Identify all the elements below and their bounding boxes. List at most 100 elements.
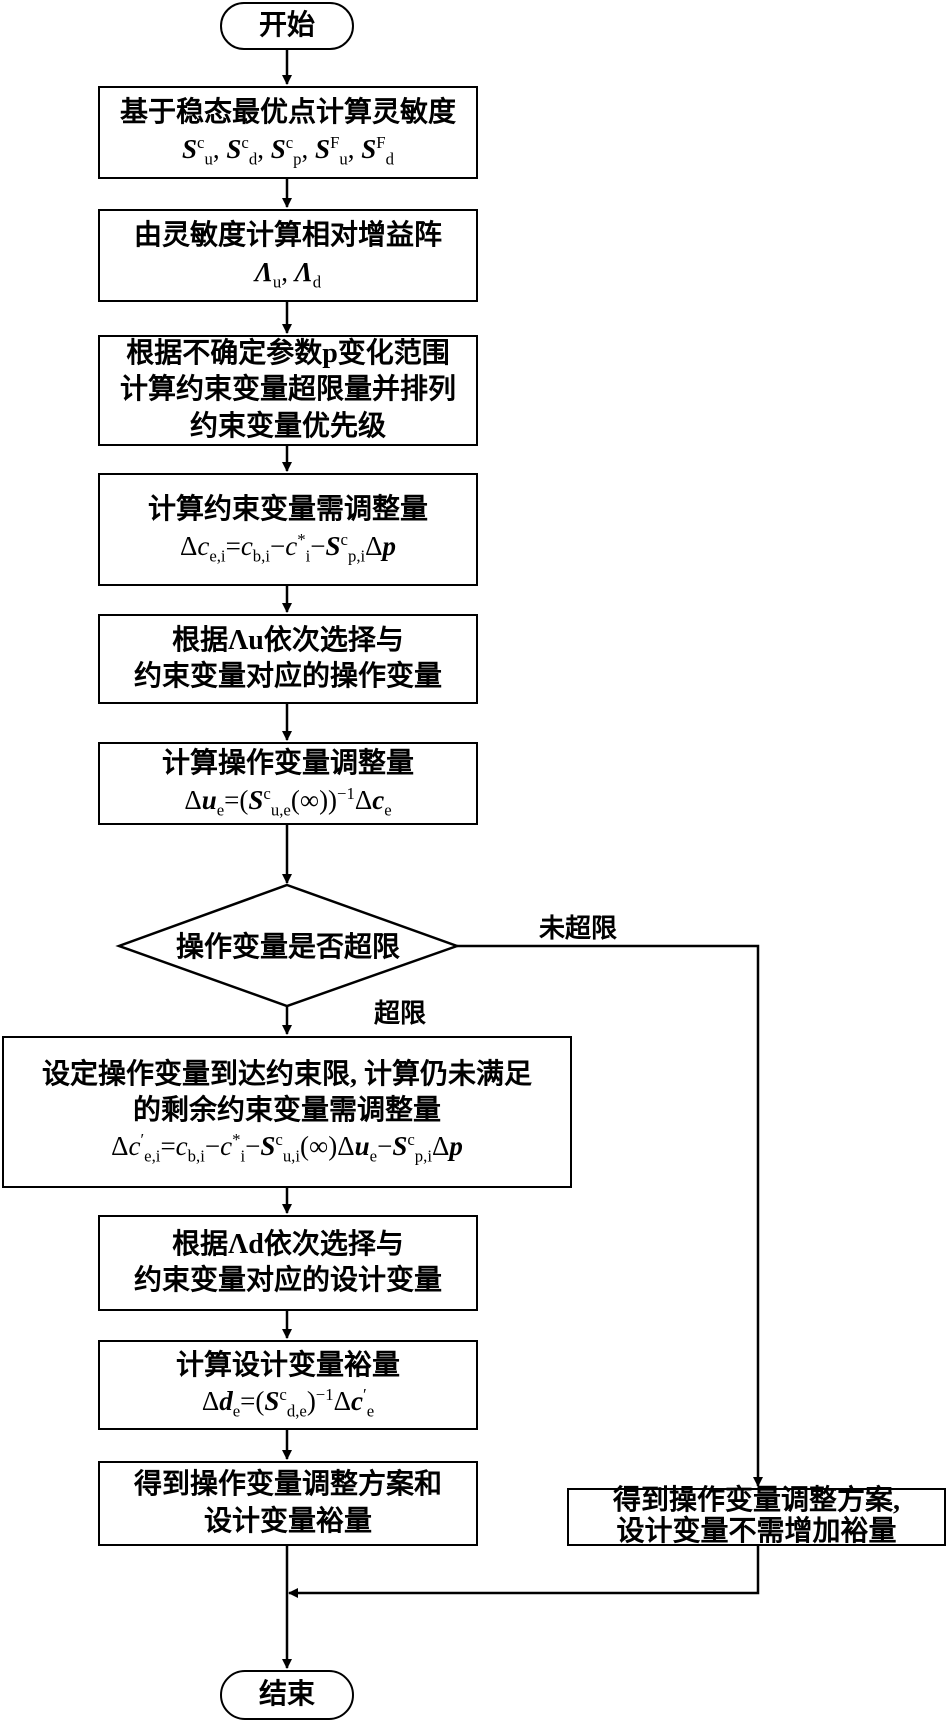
formula-token: S xyxy=(325,530,341,561)
step-text-line: 根据不确定参数p变化范围 xyxy=(126,337,450,369)
formula-token: Δ xyxy=(201,1386,220,1417)
formula-token: S xyxy=(270,133,286,164)
formula-token: p xyxy=(382,530,397,561)
formula-token: p,i xyxy=(347,546,366,566)
formula-token: e xyxy=(369,1146,378,1166)
formula-token: b,i xyxy=(252,546,270,566)
formula: Scu, Scd, Scp, SFu, SFd xyxy=(182,132,394,170)
merge-arrow xyxy=(288,1546,760,1598)
step-text-line: 计算设计变量裕量 xyxy=(175,1349,400,1381)
formula-token: S xyxy=(392,1131,408,1162)
formula-token: c xyxy=(340,529,348,549)
step-text-line: 约束变量优先级 xyxy=(189,410,386,442)
formula-token: − xyxy=(377,1131,393,1162)
formula-token: i xyxy=(240,1146,246,1166)
formula-token: c xyxy=(275,1130,283,1150)
formula-token: e,i xyxy=(144,1146,161,1166)
formula: Λu, Λd xyxy=(255,255,321,293)
formula-token: c xyxy=(175,1131,188,1162)
formula-token: S xyxy=(264,1386,280,1417)
formula-token: −1 xyxy=(315,1385,334,1405)
formula-token: * xyxy=(232,1130,241,1150)
formula-token: i xyxy=(305,546,311,566)
formula-token: c xyxy=(351,1386,364,1417)
formula-token: , xyxy=(347,133,362,164)
formula-token: −1 xyxy=(337,783,355,803)
formula-token: c xyxy=(407,1130,415,1150)
step-text-line: 设定操作变量到达约束限, 计算仍未满足 xyxy=(41,1058,532,1090)
formula-token: e xyxy=(384,800,392,820)
formula-token: c xyxy=(279,1385,287,1405)
formula-token: F xyxy=(330,132,340,152)
formula-token: e xyxy=(232,1401,241,1421)
formula-token: , xyxy=(257,133,271,164)
formula-token: = xyxy=(225,530,241,561)
formula-token: c xyxy=(285,530,298,561)
formula-token: d xyxy=(219,1386,233,1417)
formula-token: S xyxy=(315,133,331,164)
formula-token: Λ xyxy=(254,256,273,287)
alt-line: 得到操作变量调整方案, xyxy=(612,1485,900,1517)
formula-token: Δ xyxy=(365,530,383,561)
formula: Δde=(Scd,e)−1Δc′e xyxy=(202,1384,374,1422)
formula-token: S xyxy=(260,1131,276,1162)
formula-token: d xyxy=(385,149,394,169)
formula-token: u xyxy=(272,272,282,292)
end-terminal: 结束 xyxy=(220,1670,354,1720)
formula-token: ′ xyxy=(363,1385,367,1405)
no-label: 未超限 xyxy=(539,914,618,943)
formula-token: u,i xyxy=(282,1146,301,1166)
step-text-line: 约束变量对应的操作变量 xyxy=(133,661,442,692)
formula-token: Δ xyxy=(111,1131,129,1162)
formula-token: u xyxy=(354,1131,370,1162)
step-select-operating: 根据Λu依次选择与约束变量对应的操作变量 xyxy=(98,614,478,704)
formula-token: S xyxy=(248,784,264,815)
formula-token: , xyxy=(281,256,295,287)
formula-token: Δ xyxy=(354,784,373,815)
formula-token: , xyxy=(301,133,316,164)
formula-token: c xyxy=(220,1131,233,1162)
formula-token: u xyxy=(339,149,348,169)
formula-token: c xyxy=(197,132,205,152)
no-branch-arrow xyxy=(457,944,763,1487)
formula-token: u xyxy=(204,149,213,169)
step-constraint-priority: 根据不确定参数p变化范围计算约束变量超限量并排列约束变量优先级 xyxy=(98,335,478,446)
formula-token: Δ xyxy=(179,530,198,561)
yes-label: 超限 xyxy=(374,999,427,1028)
formula-token: S xyxy=(226,133,242,164)
formula-token: d xyxy=(312,272,322,292)
step-text-line: 得到操作变量调整方案和 xyxy=(133,1469,442,1501)
step-text-line: 的剩余约束变量需调整量 xyxy=(132,1094,441,1126)
formula-token: c xyxy=(128,1131,141,1162)
step-text-line: 根据Λu依次选择与 xyxy=(172,624,404,656)
formula: Δue=(Scu,e(∞))−1Δce xyxy=(184,783,391,821)
formula-token: c xyxy=(241,132,249,152)
formula-token: c xyxy=(285,132,294,152)
formula-token: e xyxy=(366,1401,375,1421)
start-terminal: 开始 xyxy=(220,2,354,50)
formula-token: p xyxy=(293,149,302,169)
step-text-line: 根据Λd依次选择与 xyxy=(172,1228,404,1260)
formula-token: d,e xyxy=(286,1401,307,1421)
step-result-with-margin: 得到操作变量调整方案和设计变量裕量 xyxy=(98,1461,478,1546)
formula-token: − xyxy=(270,530,286,561)
formula-token: (∞)Δ xyxy=(300,1131,355,1162)
formula-token: c xyxy=(263,783,271,803)
formula-token: d xyxy=(248,149,258,169)
step-text-line: 计算约束变量超限量并排列 xyxy=(119,374,456,406)
formula-token: (∞)) xyxy=(290,784,338,815)
formula-token: p,i xyxy=(414,1146,432,1166)
decision-label: 操作变量是否超限 xyxy=(175,932,400,963)
formula-token: c xyxy=(197,530,210,561)
formula-token: , xyxy=(212,133,227,164)
step-text-line: 由灵敏度计算相对增益阵 xyxy=(133,220,442,252)
formula: Δc′e,i=cb,i−c*i−Scu,i(∞)Δue−Scp,iΔp xyxy=(111,1129,463,1167)
formula-token: S xyxy=(182,133,198,164)
step-text-line: 基于稳态最优点计算灵敏度 xyxy=(119,97,456,129)
step-text-line: 约束变量对应的设计变量 xyxy=(133,1265,442,1296)
